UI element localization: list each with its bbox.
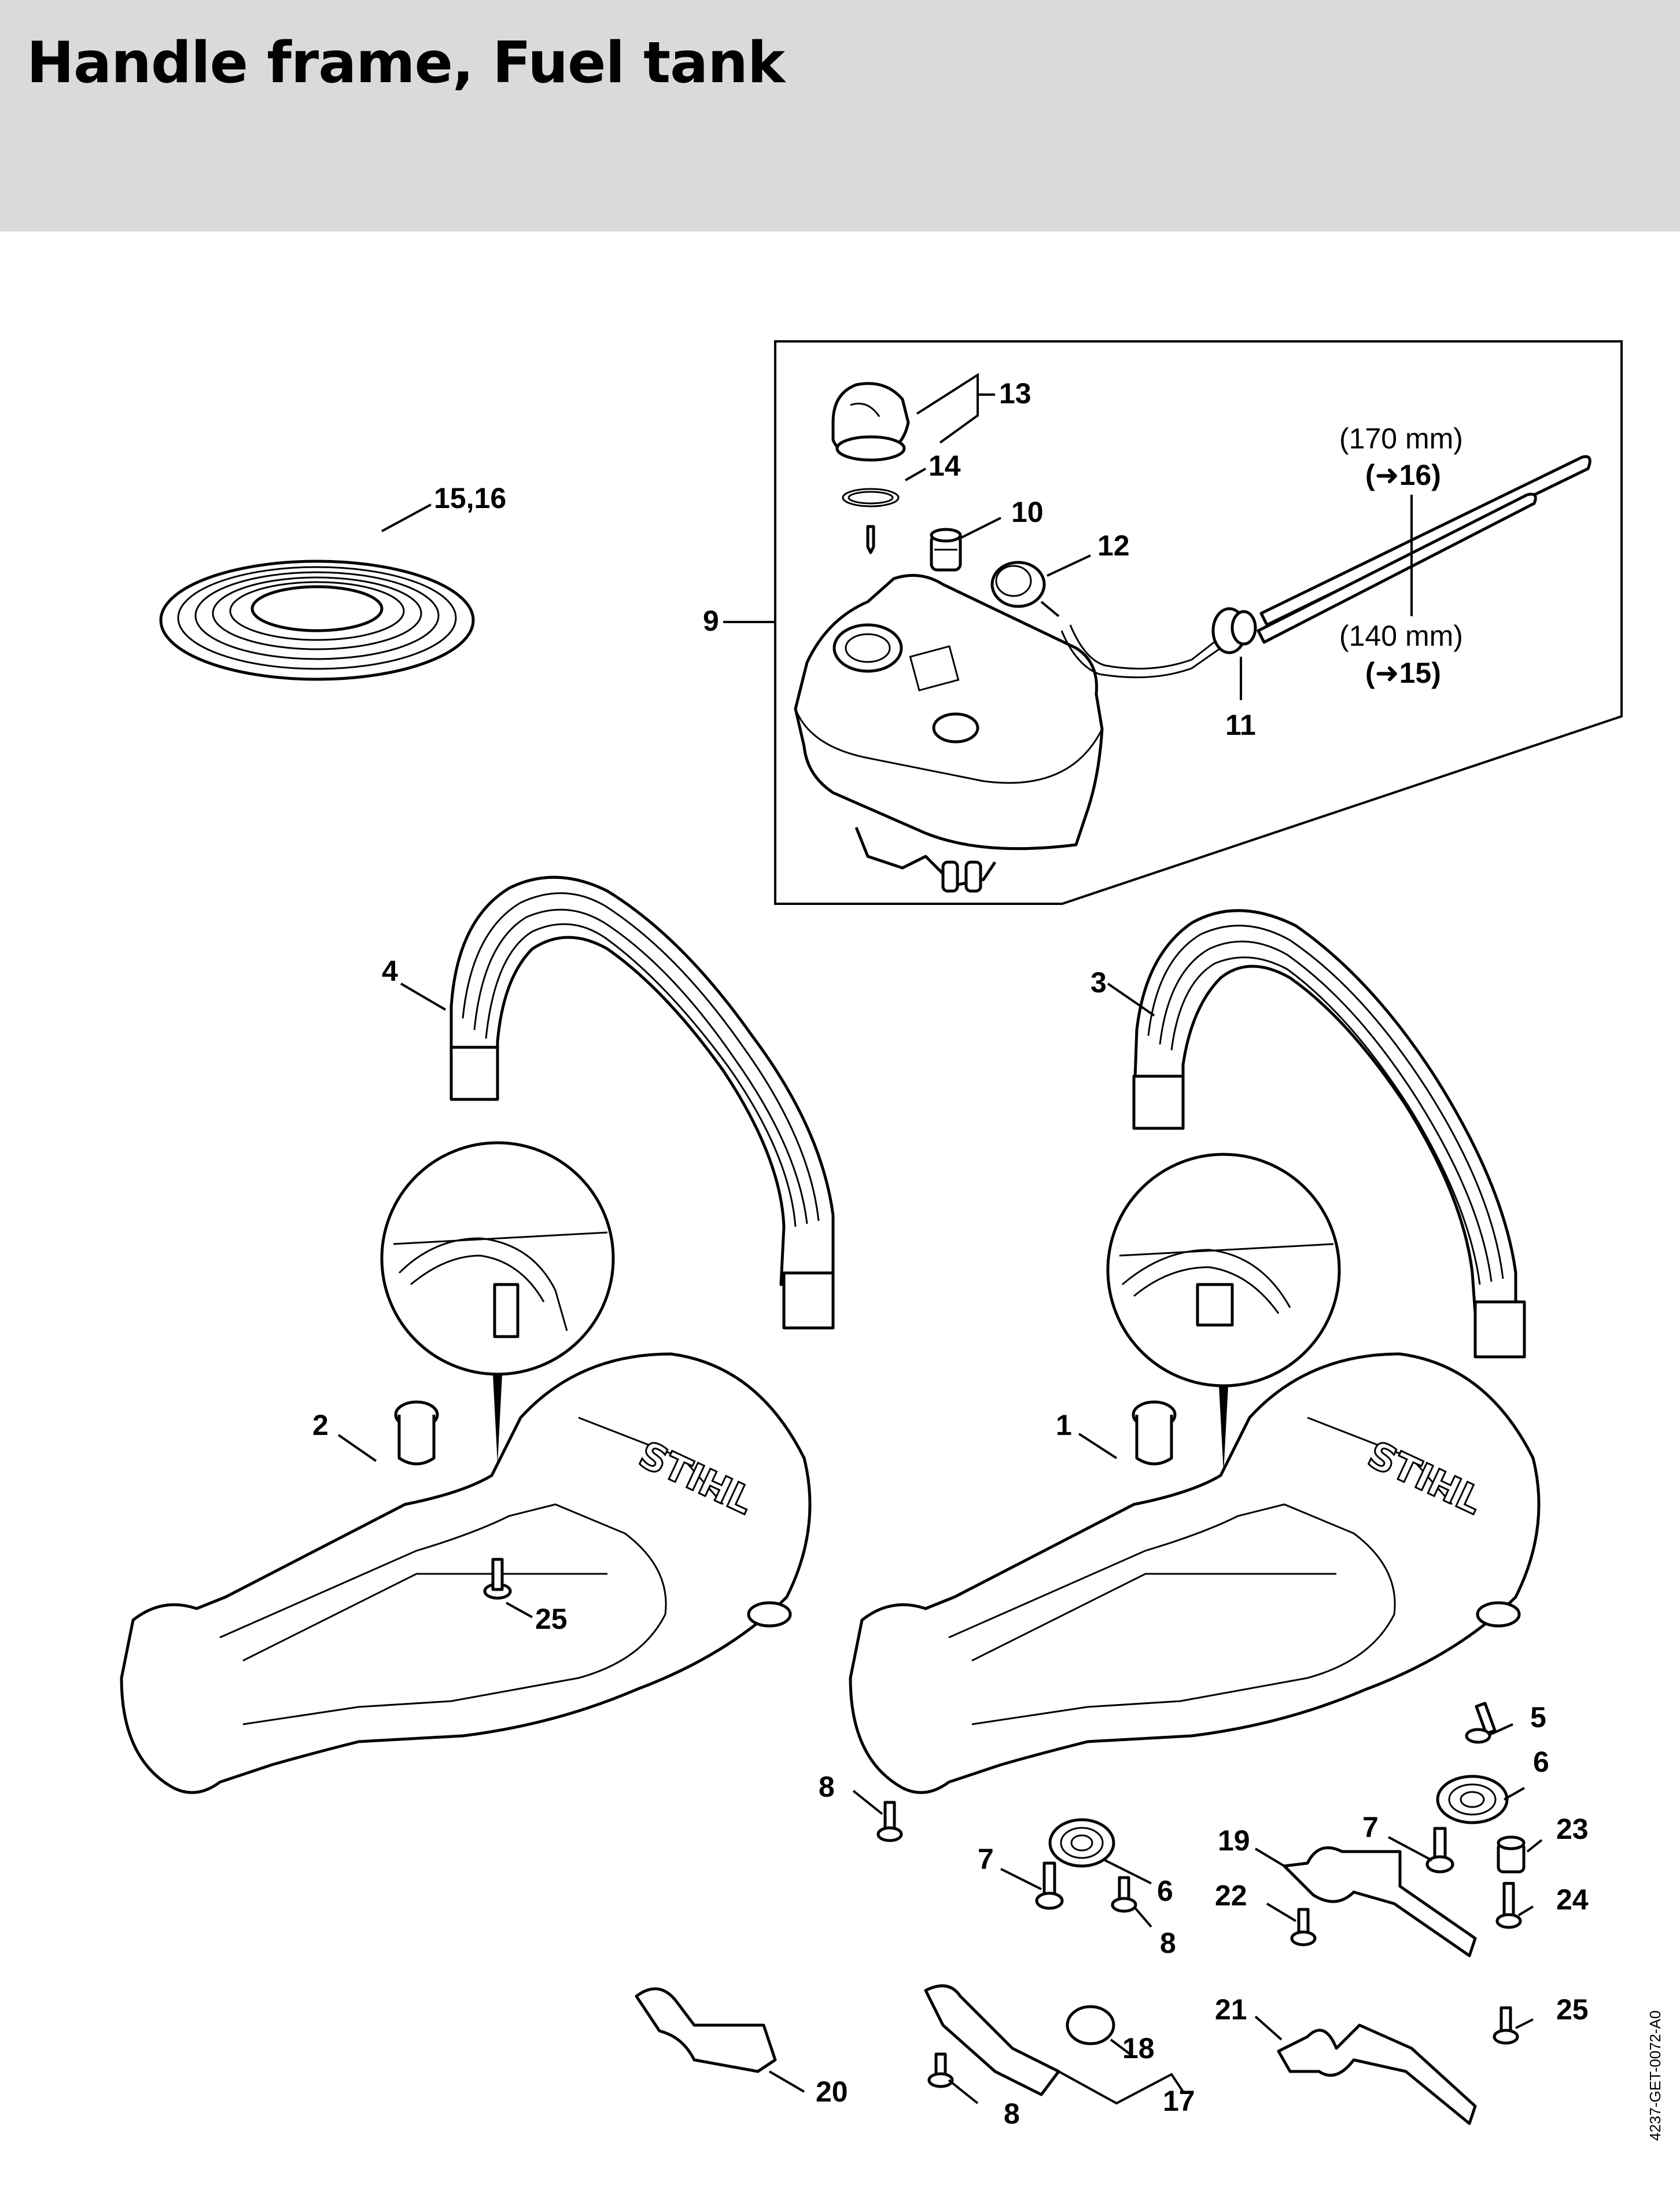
callout-5: 5 bbox=[1530, 1701, 1546, 1734]
callout-11: 11 bbox=[1225, 709, 1256, 741]
callout-7-right: 7 bbox=[1362, 1811, 1379, 1843]
callout-22: 22 bbox=[1215, 1879, 1247, 1912]
callout-15-16: 15,16 bbox=[434, 482, 506, 514]
fuel-hose-coil bbox=[159, 560, 475, 681]
callout-10: 10 bbox=[1011, 496, 1044, 528]
callout-6-left: 6 bbox=[1157, 1875, 1173, 1907]
callout-8-middle: 8 bbox=[1160, 1927, 1176, 1959]
leader-lines bbox=[337, 373, 1543, 2105]
callout-14: 14 bbox=[929, 450, 961, 482]
callout-8-left: 8 bbox=[819, 1771, 835, 1803]
callout-24: 24 bbox=[1556, 1883, 1589, 1916]
detail-magnifier-left bbox=[380, 1141, 615, 1464]
fuel-hoses bbox=[1257, 455, 1591, 644]
callout-23: 23 bbox=[1556, 1813, 1589, 1845]
callout-13: 13 bbox=[999, 377, 1031, 410]
fuel-tank-inset bbox=[774, 340, 1623, 905]
header-bar bbox=[0, 0, 1680, 231]
hose-length-upper: (170 mm) bbox=[1339, 422, 1463, 455]
hose-ref-upper: (➜16) bbox=[1365, 459, 1441, 491]
fuel-line-grommet bbox=[1060, 607, 1257, 679]
callout-25-upper: 25 bbox=[535, 1603, 568, 1635]
handle-frame-left: STIHL bbox=[120, 1352, 812, 1794]
callout-19: 19 bbox=[1218, 1824, 1250, 1857]
handle-left bbox=[450, 875, 835, 1330]
fuel-filter bbox=[990, 561, 1060, 617]
handle-right bbox=[1132, 909, 1526, 1359]
callout-3: 3 bbox=[1090, 966, 1107, 999]
callout-9: 9 bbox=[703, 605, 719, 637]
detail-magnifier-right bbox=[1106, 1153, 1341, 1473]
fuel-tank bbox=[794, 573, 1104, 893]
small-parts bbox=[483, 1558, 1526, 2125]
tank-vent bbox=[930, 528, 962, 572]
tank-cap bbox=[831, 382, 910, 554]
callout-12: 12 bbox=[1097, 529, 1130, 562]
page-title: Handle frame, Fuel tank bbox=[27, 30, 785, 96]
callout-25-lower: 25 bbox=[1556, 1993, 1589, 2026]
handle-frame-right: STIHL bbox=[849, 1352, 1541, 1794]
callout-20: 20 bbox=[816, 2075, 848, 2108]
arrow-right-icon: ➜ bbox=[1375, 657, 1399, 689]
callout-18: 18 bbox=[1122, 2032, 1155, 2065]
callout-17: 17 bbox=[1163, 2085, 1195, 2117]
arrow-right-icon: ➜ bbox=[1375, 459, 1399, 491]
callout-21: 21 bbox=[1215, 1993, 1247, 2026]
hose-ref-lower: (➜15) bbox=[1365, 657, 1441, 689]
callout-6-right: 6 bbox=[1533, 1746, 1549, 1778]
hose-length-lower: (140 mm) bbox=[1339, 620, 1463, 652]
callout-2: 2 bbox=[312, 1409, 329, 1441]
callout-1: 1 bbox=[1056, 1409, 1072, 1441]
document-id: 4237-GET-0072-A0 bbox=[1646, 2011, 1664, 2141]
callout-7-left: 7 bbox=[978, 1843, 994, 1875]
callout-4: 4 bbox=[382, 955, 398, 987]
callout-8-lower: 8 bbox=[1004, 2097, 1020, 2130]
